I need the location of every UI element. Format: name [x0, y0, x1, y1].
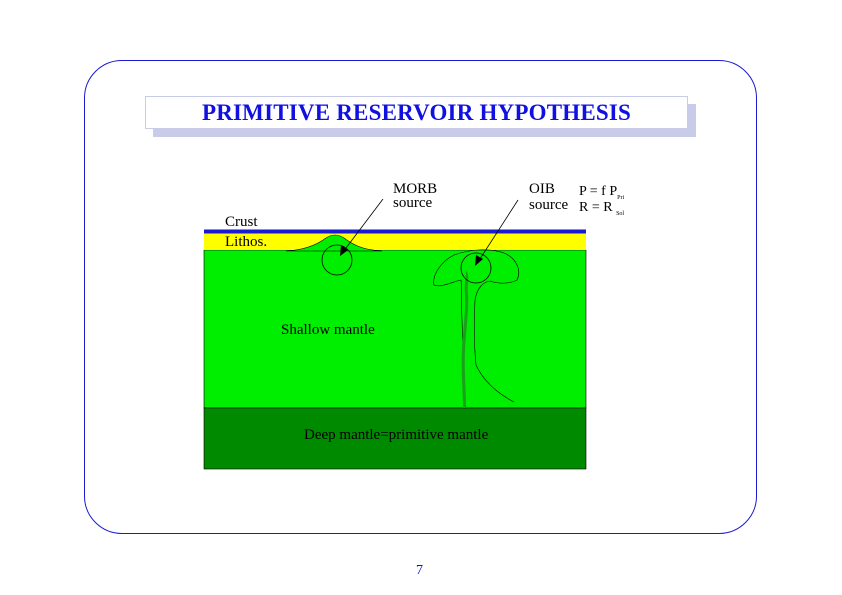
equation-p-sub: Pri: [617, 194, 625, 201]
equation-p: P = f PPri: [579, 184, 624, 206]
morb-arrowhead: [340, 245, 348, 256]
morb-arrow-line: [342, 198, 384, 253]
deep-mantle-label: Deep mantle=primitive mantle: [304, 427, 489, 443]
oib-arrow-line: [477, 199, 519, 263]
oib-source-label: source: [529, 197, 569, 213]
slide-frame: [84, 60, 757, 534]
morb-label: MORB: [393, 181, 438, 197]
oib-source-circle: [460, 252, 492, 284]
crust-label: Crust: [225, 214, 258, 230]
equation-p-main: P = f P: [579, 184, 618, 199]
equation-r: R = R Sol: [579, 200, 624, 222]
page-number: 7: [416, 563, 423, 578]
ridge-upwelling: [285, 234, 383, 252]
shallow-mantle-layer: [203, 249, 587, 409]
lithosphere-layer: [204, 233, 586, 250]
plume-conduit: [461, 271, 469, 408]
morb-source-circle: [321, 244, 353, 276]
deep-mantle-layer: [203, 407, 587, 470]
oib-arrowhead: [475, 255, 483, 266]
crust-layer: [204, 229, 586, 234]
oib-label: OIB: [529, 181, 555, 197]
title-box: PRIMITIVE RESERVOIR HYPOTHESIS: [145, 96, 688, 129]
slide-title: PRIMITIVE RESERVOIR HYPOTHESIS: [201, 99, 632, 125]
plume-outline: [433, 249, 520, 408]
equation-r-main: R = R: [579, 200, 613, 215]
shallow-mantle-label: Shallow mantle: [281, 322, 375, 338]
lithosphere-label: Lithos.: [225, 234, 268, 250]
equation-r-sub: Sol: [616, 210, 625, 217]
morb-source-label: source: [393, 195, 433, 211]
